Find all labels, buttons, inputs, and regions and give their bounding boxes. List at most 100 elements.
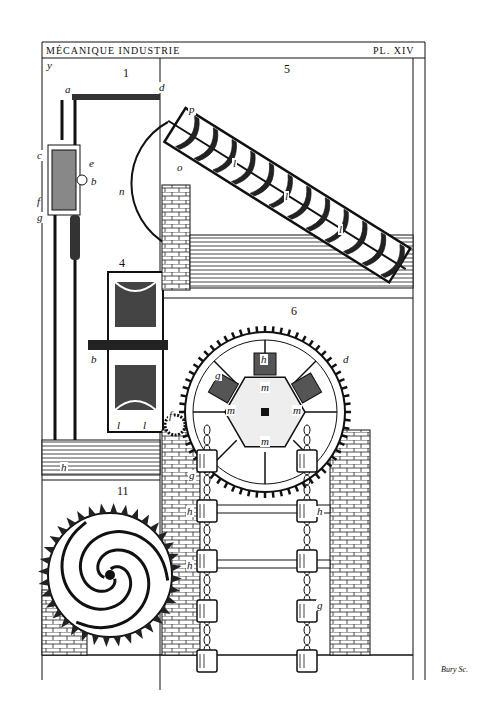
plate-frame (42, 42, 425, 690)
engraving-stroke (57, 526, 67, 535)
engraving-stroke (297, 650, 317, 672)
engraving-stroke (168, 554, 179, 561)
engraving-stroke (197, 450, 217, 472)
callout-letter: b (90, 176, 98, 187)
engraving-stroke (248, 328, 249, 334)
engraving-stroke (38, 568, 48, 575)
callout-letter: h (60, 462, 68, 473)
engraving-stroke (67, 518, 77, 528)
engraving-stroke (281, 328, 282, 334)
engraving-stroke (272, 492, 275, 498)
engraving-stroke (225, 377, 305, 446)
engraving-stroke (304, 535, 310, 545)
engraving-stroke (82, 630, 89, 641)
engraving-stroke (44, 547, 55, 554)
engraving-stroke (40, 557, 51, 564)
engraving-stroke (264, 452, 266, 484)
engraving-stroke (189, 371, 194, 374)
engraving-stroke (288, 186, 317, 223)
engraving-stroke (281, 490, 282, 496)
engraving-stroke (204, 535, 210, 545)
engraving-stroke (171, 564, 181, 571)
engraving-stroke (61, 617, 70, 627)
figure-number: 1 (122, 68, 130, 79)
engraving-stroke (316, 474, 320, 479)
engraving-stroke (264, 492, 267, 498)
engraving-stroke (50, 536, 61, 544)
engraving-stroke (261, 408, 269, 416)
turbine-section (88, 272, 168, 432)
engraving-stroke (336, 371, 341, 374)
callout-letter: l (284, 191, 289, 202)
callout-letter: f (36, 196, 41, 207)
engraving-stroke (204, 435, 210, 445)
engraving-stroke (152, 615, 162, 624)
engraving-stroke (362, 233, 391, 270)
engraving-stroke (309, 340, 312, 345)
engraving-stroke (330, 430, 370, 655)
engraving-stroke (304, 475, 310, 485)
engraving-stroke (92, 634, 99, 645)
engraving-stroke (292, 373, 322, 403)
engraving-stroke (162, 430, 200, 655)
engraving-stroke (305, 411, 337, 413)
engraving-stroke (162, 185, 190, 290)
callout-letter: g (316, 600, 324, 611)
engraving-stroke (208, 373, 238, 403)
engraving-stroke (52, 150, 76, 210)
engraving-stroke (185, 332, 345, 492)
engraving-stroke (204, 625, 210, 635)
engraving-stroke (200, 604, 204, 618)
engraving-stroke (336, 450, 341, 453)
engraving-stroke (197, 500, 217, 522)
engraving-stroke (70, 215, 80, 260)
engraving-stroke (200, 504, 204, 518)
engraving-stroke (300, 554, 304, 568)
engraving-stroke (306, 198, 335, 235)
engraving-stroke (296, 486, 298, 492)
engraving-stroke (304, 635, 310, 645)
engraving-stroke (172, 575, 182, 582)
engraving-stroke (264, 326, 267, 332)
engraving-stroke (194, 128, 223, 165)
engraving-stroke (297, 600, 317, 622)
engraving-stroke (304, 575, 310, 585)
engraving-stroke (255, 326, 258, 332)
figure-number: 5 (283, 64, 291, 75)
engraving-stroke (232, 151, 261, 188)
engraving-stroke (150, 522, 159, 532)
engraving-stroke (327, 357, 332, 361)
callout-letter: o (176, 162, 184, 173)
engraving-stroke (210, 474, 214, 479)
engraving-stroke (183, 435, 189, 437)
engraving-stroke (296, 333, 298, 339)
engraving-stroke (327, 463, 332, 467)
callout-letter: l (142, 420, 147, 431)
engraving-stroke (72, 94, 160, 100)
engraving-stroke (48, 145, 80, 215)
callout-letter: n (118, 186, 126, 197)
engraving-stroke (232, 486, 234, 492)
callout-letter: c (36, 150, 43, 161)
callout-letter: a (64, 84, 72, 95)
engraving-stroke (110, 503, 117, 513)
engraving-stroke (124, 633, 131, 644)
engraving-stroke (105, 570, 115, 580)
engraving-stroke (248, 490, 249, 496)
callout-letter: l (232, 158, 237, 169)
engraving-stroke (113, 636, 120, 646)
callout-letter: y (46, 60, 53, 71)
engraving-stroke (304, 485, 310, 495)
callout-letter: Bury Sc. (440, 664, 469, 675)
engraving-stroke (204, 351, 208, 355)
engraving-stroke (76, 550, 148, 628)
engraving-stroke (217, 340, 220, 345)
engraving-stroke (77, 511, 85, 521)
engraving-stroke (39, 578, 49, 585)
engraving-stroke (213, 139, 242, 176)
callout-letter: f (168, 410, 173, 421)
engraving-stroke (204, 575, 210, 585)
engraving-stroke (165, 596, 176, 603)
